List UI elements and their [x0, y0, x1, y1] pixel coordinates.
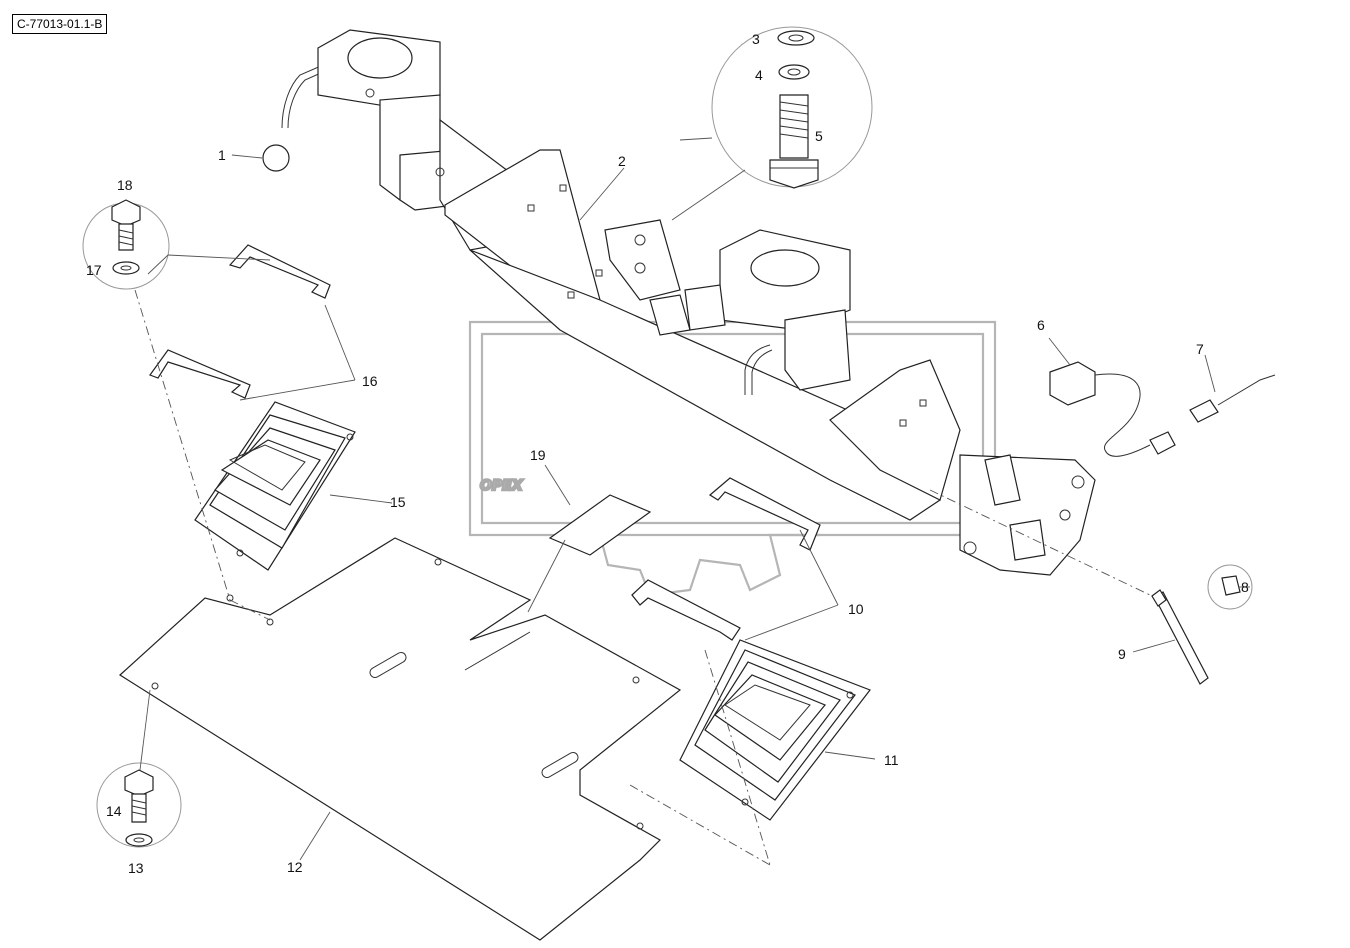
watermark-text: OPEX — [480, 478, 524, 494]
part-19-label — [548, 494, 652, 556]
fastener-detail-3-4-5 — [711, 26, 873, 189]
part-12-floor-plate — [119, 537, 682, 941]
fastener-detail-13-14 — [96, 762, 182, 848]
callout-2: 2 — [618, 153, 626, 169]
drawing-reference-label: C-77013-01.1-B — [12, 14, 108, 34]
callout-16: 16 — [362, 373, 378, 389]
callout-8: 8 — [1241, 579, 1249, 595]
part-11-boot — [679, 639, 871, 821]
callout-10: 10 — [848, 601, 864, 617]
fastener-detail-17-18 — [82, 199, 170, 290]
part-8-clip — [1207, 564, 1253, 610]
part-10-bracket — [631, 477, 821, 641]
part-15-boot — [194, 401, 356, 571]
callout-1: 1 — [218, 147, 226, 163]
part-9-gas-strut — [1151, 589, 1209, 685]
callout-13: 13 — [128, 860, 144, 876]
callout-4: 4 — [755, 67, 763, 83]
callout-6: 6 — [1037, 317, 1045, 333]
callout-7: 7 — [1196, 341, 1204, 357]
part-2-frame — [317, 29, 1096, 576]
callout-17: 17 — [86, 262, 102, 278]
part-6-switch — [1049, 361, 1276, 457]
callout-15: 15 — [390, 494, 406, 510]
callout-11: 11 — [884, 752, 899, 768]
leader-lines — [134, 137, 1250, 866]
callout-19: 19 — [530, 447, 546, 463]
part-16-bracket — [149, 244, 331, 399]
part-1-knob — [262, 61, 333, 172]
callout-12: 12 — [287, 859, 303, 875]
callout-5: 5 — [815, 128, 823, 144]
callout-14: 14 — [106, 803, 122, 819]
callout-18: 18 — [117, 177, 133, 193]
callout-3: 3 — [752, 31, 760, 47]
callout-9: 9 — [1118, 646, 1126, 662]
callout-labels: 1 2 3 4 5 6 7 8 9 10 11 12 13 14 15 16 1… — [86, 31, 1249, 876]
